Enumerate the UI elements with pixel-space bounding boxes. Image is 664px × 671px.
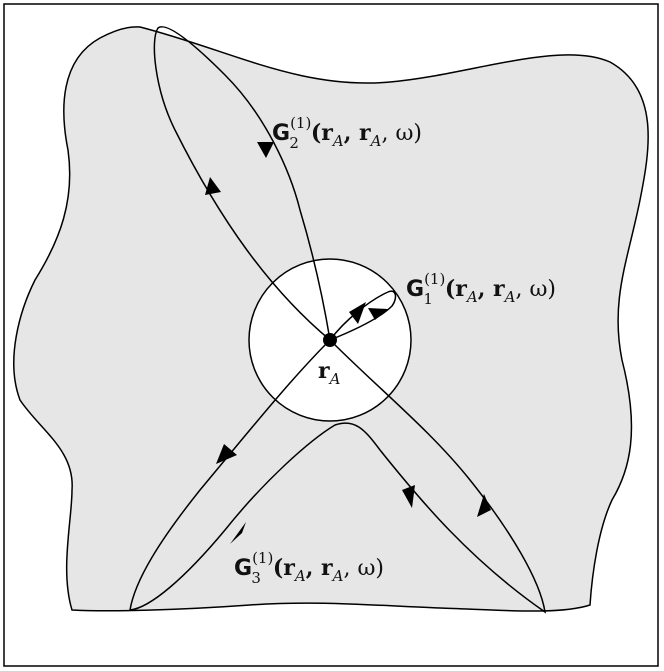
arrow-g1-out [349, 302, 366, 324]
arrow-g3-left-down [216, 444, 237, 464]
arrow-g2-down [257, 142, 274, 158]
label-g1: G(1)1(rA, rA, ω) [406, 270, 556, 308]
arrow-g3-right-up [477, 494, 491, 517]
arrow-g3-right-down [402, 485, 415, 508]
path-g2-loop [153, 26, 332, 342]
label-g2: G(1)2(rA, rA, ω) [272, 114, 422, 152]
point-rA-label: rA [318, 358, 341, 388]
figure-frame [3, 3, 659, 667]
label-g3: G(1)3(rA, rA, ω) [234, 549, 384, 587]
arrow-g3-left-up [230, 522, 246, 544]
point-rA-dot [323, 333, 337, 347]
arrow-g1-in [368, 308, 388, 320]
arrow-g2-up [205, 177, 221, 195]
